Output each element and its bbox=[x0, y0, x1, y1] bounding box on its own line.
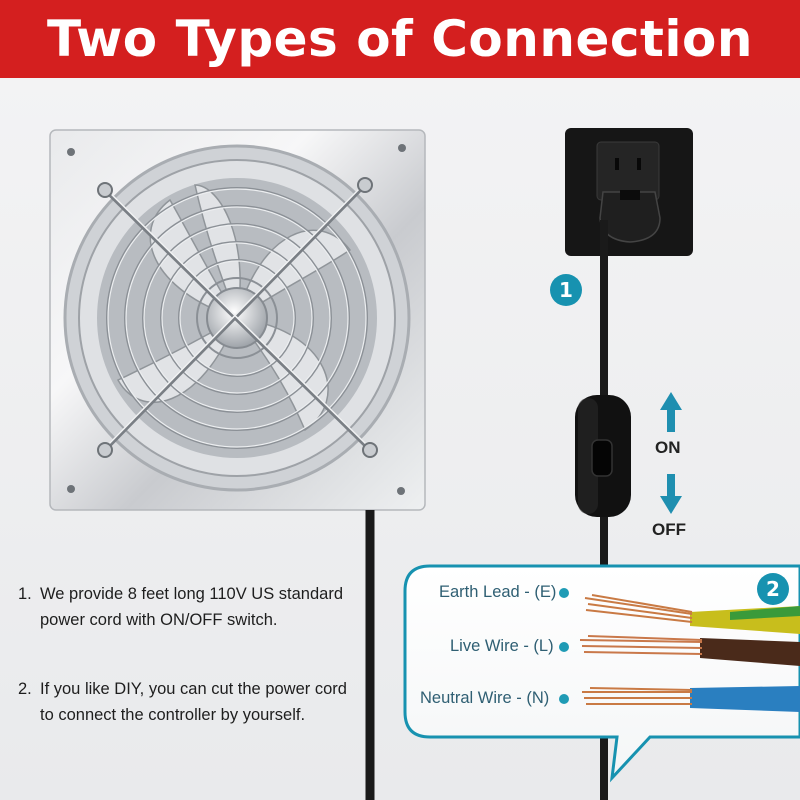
wire-label-earth: Earth Lead - (E) bbox=[439, 583, 557, 601]
on-label: ON bbox=[655, 438, 681, 457]
wire-label-neutral: Neutral Wire - (N) bbox=[420, 689, 550, 707]
header-banner: Two Types of Connection bbox=[0, 0, 800, 78]
instruction-number: 2. bbox=[18, 680, 32, 698]
wire-ends-illustration bbox=[579, 594, 800, 712]
badge-one: 1 bbox=[550, 274, 582, 306]
page-title: Two Types of Connection bbox=[47, 10, 753, 68]
instruction-2: 2. If you like DIY, you can cut the power… bbox=[18, 676, 347, 728]
wall-socket-icon bbox=[565, 128, 693, 256]
arrow-down-icon bbox=[660, 474, 682, 514]
instruction-line: We provide 8 feet long 110V US standard bbox=[40, 585, 343, 603]
off-label: OFF bbox=[652, 520, 686, 539]
instruction-line: power cord with ON/OFF switch. bbox=[40, 611, 278, 629]
arrow-up-icon bbox=[660, 392, 682, 432]
instruction-line: to connect the controller by yourself. bbox=[40, 706, 306, 724]
instruction-number: 1. bbox=[18, 585, 32, 603]
wire-dot-neutral bbox=[559, 694, 569, 704]
wire-dot-earth bbox=[559, 588, 569, 598]
rocker-switch-icon bbox=[575, 395, 631, 517]
instruction-1: 1. We provide 8 feet long 110V US standar… bbox=[18, 581, 343, 633]
wire-dot-live bbox=[559, 642, 569, 652]
exhaust-fan-image bbox=[49, 129, 426, 511]
instruction-line: If you like DIY, you can cut the power c… bbox=[40, 680, 347, 698]
wire-label-live: Live Wire - (L) bbox=[450, 637, 554, 655]
badge-two: 2 bbox=[757, 573, 789, 605]
